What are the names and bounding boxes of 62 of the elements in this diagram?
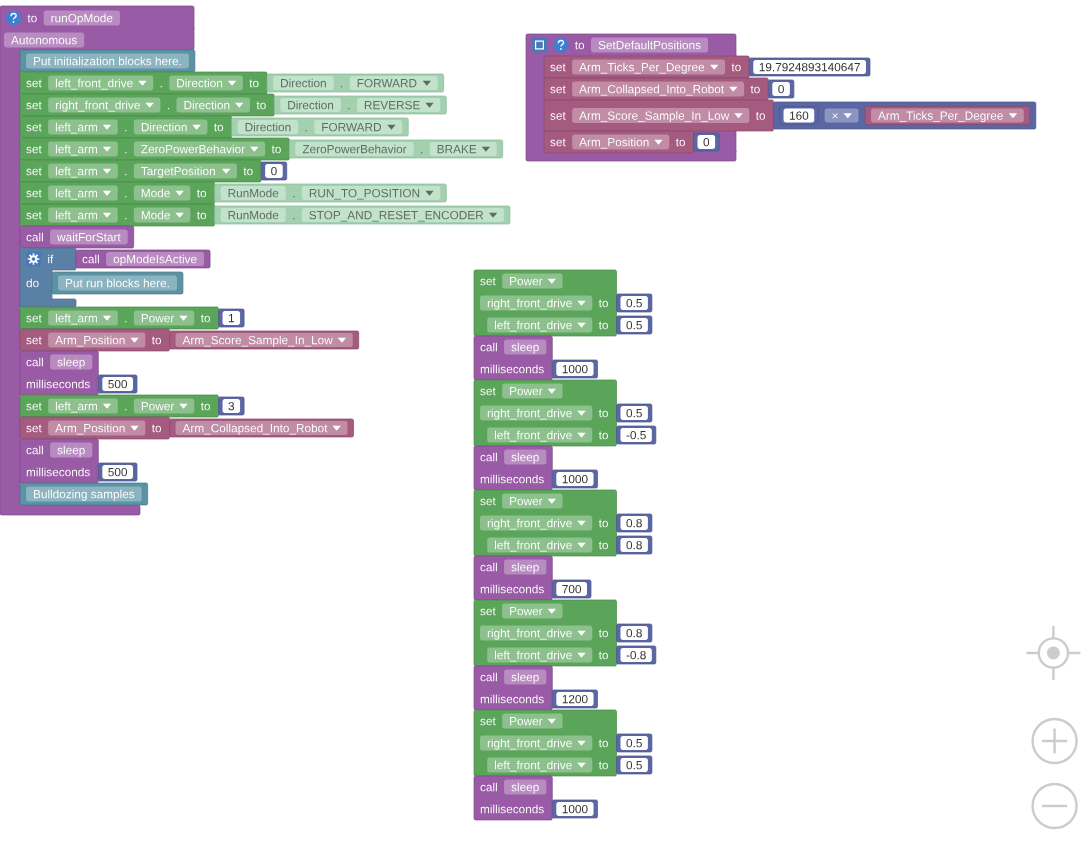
- code-block: [473, 665, 553, 711]
- number-block: [616, 623, 653, 643]
- value-block: [169, 330, 360, 350]
- number-block: [551, 579, 592, 599]
- number-block: [616, 645, 657, 665]
- value-block: [266, 73, 445, 93]
- number-block: [767, 79, 795, 99]
- code-block: [543, 130, 694, 154]
- code-block: [473, 555, 553, 601]
- value-block: [231, 117, 409, 137]
- code-block: [19, 181, 215, 205]
- comment-block: [19, 49, 196, 73]
- number-block: [779, 106, 819, 125]
- value-block: [214, 183, 447, 203]
- code-block: [473, 599, 617, 667]
- value-block: [273, 95, 447, 115]
- value-block: [864, 106, 1031, 125]
- number-block: [616, 535, 653, 555]
- number-block: [97, 462, 138, 482]
- comment-block: [19, 482, 148, 506]
- code-block: [543, 55, 750, 79]
- code-block: [19, 71, 268, 95]
- code-block: [19, 438, 99, 484]
- code-block: [473, 775, 553, 821]
- number-block: [260, 161, 288, 181]
- number-block: [616, 513, 653, 533]
- number-block: [551, 469, 598, 489]
- number-block: [551, 799, 598, 819]
- number-block: [616, 755, 653, 775]
- code-block: [19, 93, 275, 117]
- code-block: [19, 328, 170, 352]
- number-block: [551, 359, 598, 379]
- number-block: [616, 733, 653, 753]
- code-block: [473, 379, 617, 447]
- code-block: [19, 350, 99, 396]
- comment-block: [51, 271, 184, 295]
- code-block: [473, 709, 617, 777]
- code-block: [19, 159, 262, 183]
- number-block: [551, 689, 598, 709]
- value-block: [169, 418, 354, 438]
- code-block: [19, 416, 170, 440]
- number-block: [97, 374, 138, 394]
- code-block: [543, 99, 774, 132]
- number-block: [616, 403, 653, 423]
- value-block: [289, 139, 504, 159]
- code-block: [19, 394, 219, 418]
- number-block: [616, 425, 657, 445]
- value-block: [75, 249, 211, 269]
- number-block: [616, 315, 653, 335]
- code-block: [19, 203, 215, 227]
- code-block: [19, 137, 290, 161]
- code-block: [473, 445, 553, 491]
- code-block: [19, 306, 219, 330]
- value-block: [214, 205, 511, 225]
- code-block: [19, 225, 135, 249]
- number-block: [748, 57, 871, 77]
- code-block: [473, 269, 617, 337]
- code-block: [543, 77, 769, 101]
- code-block: [473, 335, 553, 381]
- number-block: [616, 293, 653, 313]
- code-block: [19, 115, 232, 139]
- code-block: [473, 489, 617, 557]
